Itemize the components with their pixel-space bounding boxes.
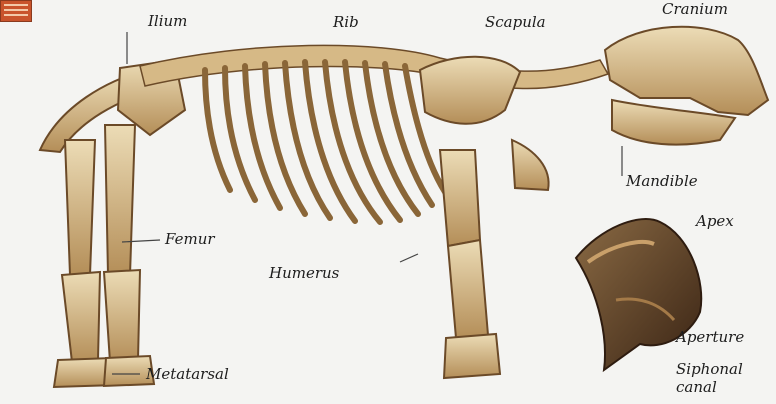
label-scapula: Scapula xyxy=(485,15,546,30)
hind-leg-bones xyxy=(54,125,154,387)
scapula-bone xyxy=(420,57,520,124)
label-metatarsal: Metatarsal xyxy=(146,367,229,382)
shell-illustration xyxy=(576,219,701,370)
label-femur: Femur xyxy=(165,232,215,247)
label-siphonal: Siphonal xyxy=(676,362,743,377)
label-canal: canal xyxy=(676,380,717,395)
label-aperture: Aperture xyxy=(676,330,744,345)
label-mandible: Mandible xyxy=(626,174,698,189)
rib-cage xyxy=(205,62,445,222)
fore-leg-bones xyxy=(440,140,549,378)
label-humerus: Humerus xyxy=(269,266,339,281)
label-ilium: Ilium xyxy=(148,14,187,29)
label-apex: Apex xyxy=(696,214,734,229)
label-rib: Rib xyxy=(333,15,359,30)
skull-bones xyxy=(605,27,768,145)
vertebral-column xyxy=(140,45,608,88)
label-cranium: Cranium xyxy=(662,2,728,17)
